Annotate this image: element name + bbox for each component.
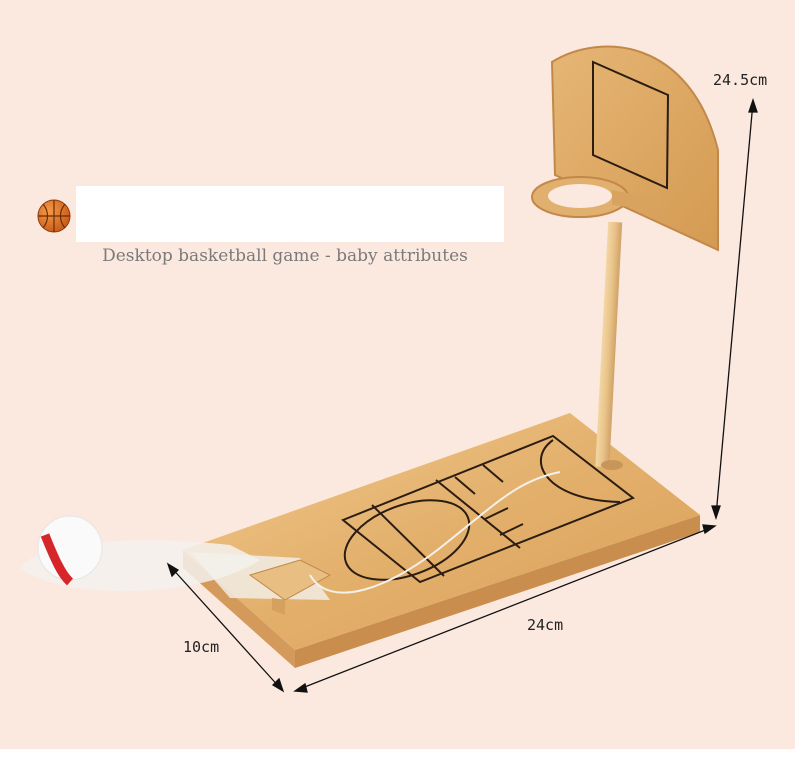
hoop-pole	[595, 221, 623, 468]
white-ball	[37, 515, 103, 586]
height-dimension-label: 24.5cm	[713, 71, 768, 89]
product-caption: Desktop basketball game - baby attribute…	[102, 246, 468, 266]
bottom-band	[0, 749, 795, 759]
court-lines	[341, 434, 636, 584]
hoop-ring	[531, 176, 660, 218]
backboard	[550, 45, 719, 252]
basketball-icon	[37, 199, 71, 233]
length-dimension-label: 24cm	[527, 616, 564, 634]
court-base	[183, 413, 700, 668]
dimension-lines	[166, 97, 758, 693]
width-dimension-label: 10cm	[183, 638, 220, 656]
header-banner	[76, 186, 504, 242]
